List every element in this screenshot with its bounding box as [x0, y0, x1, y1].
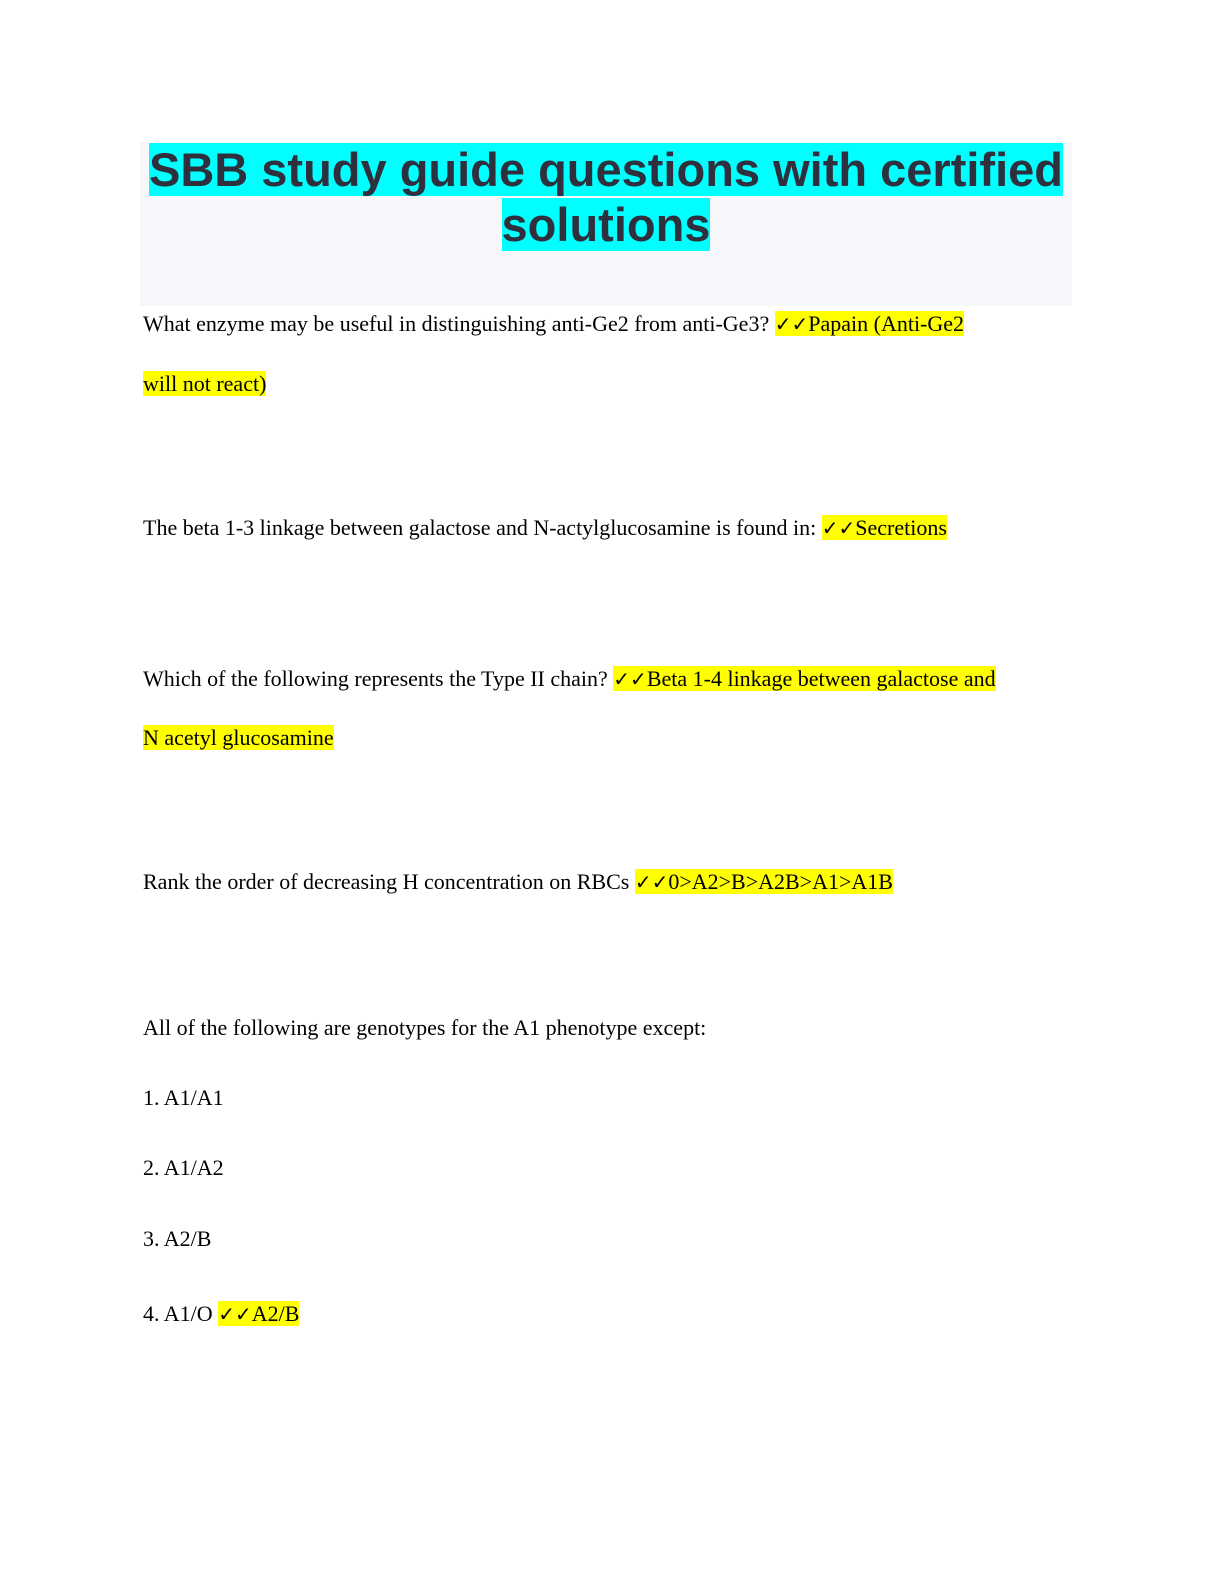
question-5: All of the following are genotypes for t…: [143, 1015, 707, 1040]
check-icon: ✓✓: [774, 312, 809, 336]
answer-3: ✓✓Beta 1-4 linkage between galactose and: [613, 666, 996, 691]
question-1: What enzyme may be useful in distinguish…: [143, 311, 965, 336]
page-title: SBB study guide questions with certified…: [149, 143, 1063, 251]
answer-1: ✓✓Papain (Anti-Ge2: [774, 311, 965, 336]
check-icon: ✓✓: [821, 516, 856, 540]
question-3: Which of the following represents the Ty…: [143, 666, 996, 691]
question-4: Rank the order of decreasing H concentra…: [143, 869, 893, 894]
option-3: 3. A2/B: [143, 1226, 212, 1251]
option-1: 1. A1/A1: [143, 1085, 224, 1110]
answer-3-continued: N acetyl glucosamine: [143, 725, 334, 750]
answer-5: ✓✓A2/B: [218, 1301, 300, 1326]
title-block: SBB study guide questions with certified…: [140, 142, 1072, 306]
option-4: 4. A1/O ✓✓A2/B: [143, 1301, 300, 1326]
question-2: The beta 1-3 linkage between galactose a…: [143, 515, 947, 540]
answer-2: ✓✓Secretions: [821, 515, 947, 540]
check-icon: ✓✓: [218, 1302, 252, 1326]
answer-4: ✓✓0>A2>B>A2B>A1>A1B: [634, 869, 893, 894]
option-2: 2. A1/A2: [143, 1155, 224, 1180]
check-icon: ✓✓: [634, 870, 669, 894]
answer-1-continued: will not react): [143, 371, 267, 396]
check-icon: ✓✓: [613, 667, 647, 691]
